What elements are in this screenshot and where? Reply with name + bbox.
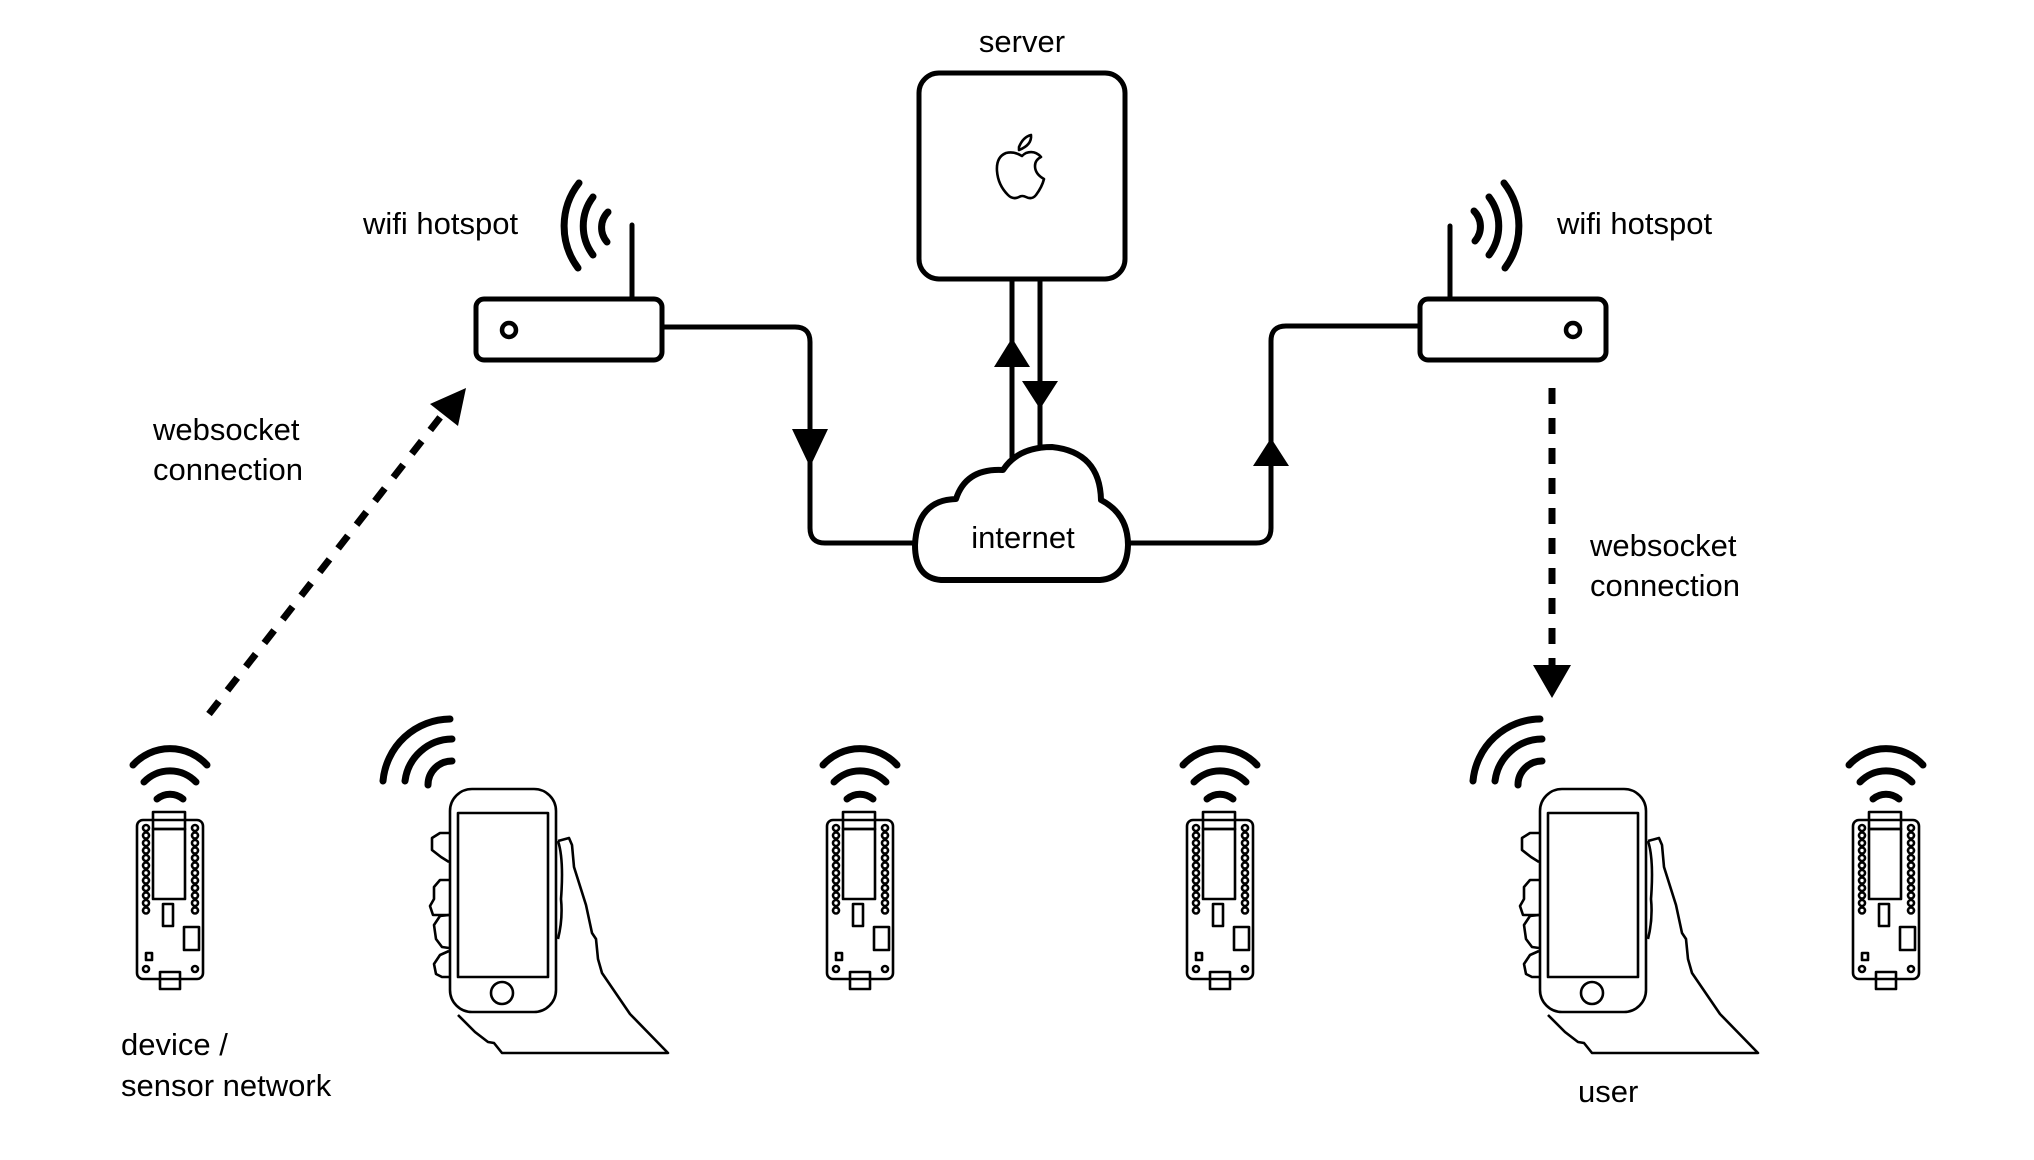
left-router-internet-link [659, 324, 916, 546]
internet-label: internet [971, 520, 1075, 555]
wifi-hotspot-right-label: wifi hotspot [1556, 206, 1712, 241]
device-label-1: device / [121, 1027, 228, 1062]
websocket-left-label-1: websocket [152, 412, 300, 447]
wifi-hotspot-left: wifi hotspot [362, 179, 665, 363]
microcontroller-board-icon [1183, 749, 1257, 989]
router-icon [473, 296, 665, 363]
wifi-hotspot-left-label: wifi hotspot [362, 206, 518, 241]
apple-logo-icon [995, 133, 1046, 200]
router-led-icon [499, 320, 519, 340]
arrow-up-icon [1253, 438, 1289, 466]
arrow-head-icon [1533, 665, 1571, 698]
microcontroller-board-icon [1849, 749, 1923, 989]
server-label: server [979, 24, 1065, 59]
websocket-left-label-2: connection [153, 452, 303, 487]
websocket-connection-right: websocket connection [1533, 388, 1740, 698]
router-led-icon [1563, 320, 1583, 340]
wifi-hotspot-right: wifi hotspot [1417, 179, 1712, 363]
server-node: server [916, 24, 1128, 282]
websocket-connection-left: websocket connection [152, 388, 466, 717]
arrow-head-icon [430, 388, 466, 426]
arrow-up-icon [994, 338, 1030, 367]
device-label-2: sensor network [121, 1068, 332, 1103]
router-icon [1417, 296, 1609, 363]
arrow-down-icon [792, 429, 828, 467]
microcontroller-board-icon [823, 749, 897, 989]
hand-holding-phone-icon [383, 719, 668, 1053]
cloud-icon [912, 444, 1131, 583]
wifi-signal-icon [560, 179, 612, 272]
websocket-right-label-1: websocket [1589, 528, 1737, 563]
internet-node: internet [912, 444, 1131, 583]
microcontroller-board-icon [133, 749, 207, 989]
wifi-signal-icon [1470, 179, 1523, 272]
hand-holding-phone-icon [1473, 719, 1758, 1053]
server-internet-link [994, 278, 1058, 467]
server-box [916, 70, 1128, 282]
arrow-down-icon [1022, 381, 1058, 409]
websocket-right-label-2: connection [1590, 568, 1740, 603]
user-label: user [1578, 1074, 1638, 1109]
internet-right-router-link [1127, 323, 1421, 546]
